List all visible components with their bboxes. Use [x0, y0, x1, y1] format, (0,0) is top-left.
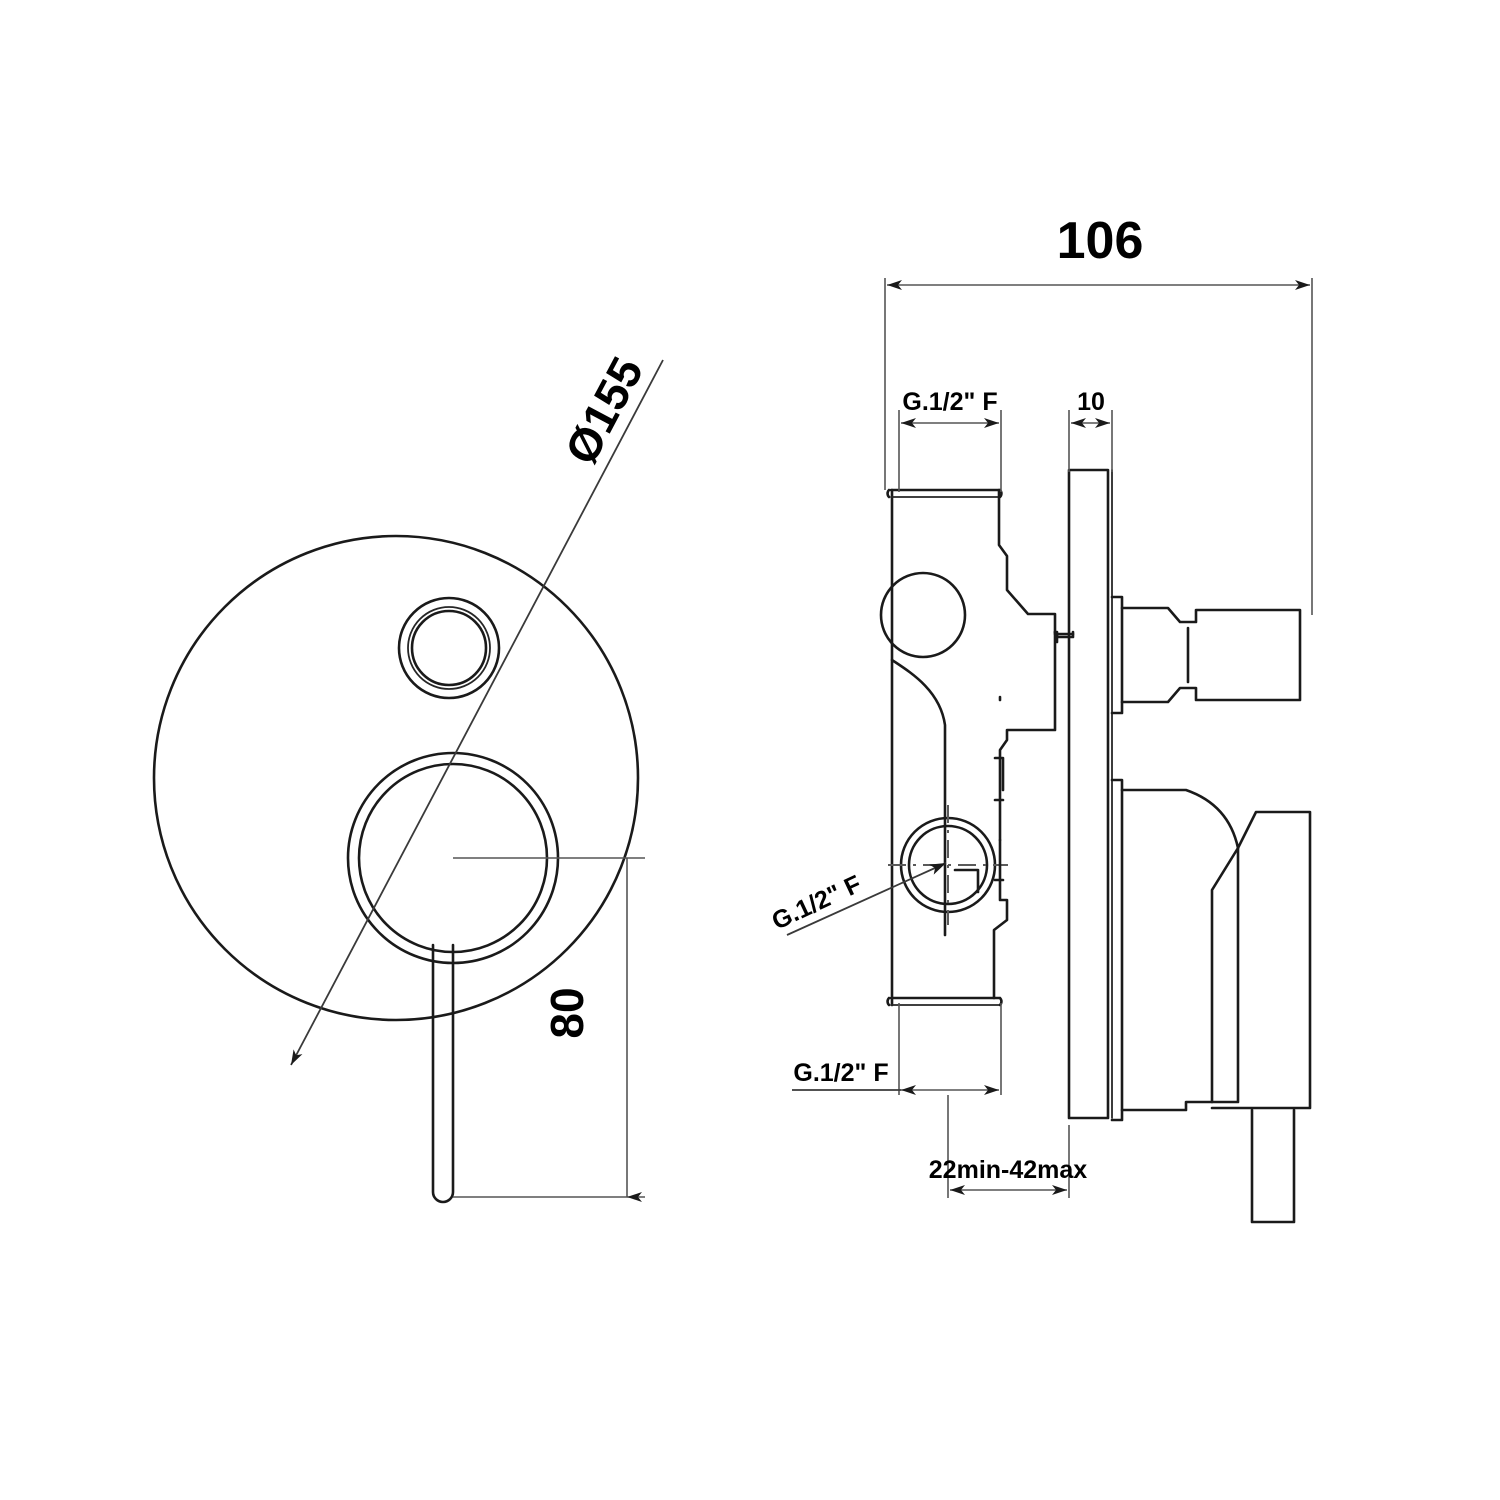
- dim-label-wall-depth-range: 22min-42max: [929, 1156, 1088, 1184]
- dim-label-inlet-bottom: G.1/2" F: [793, 1059, 888, 1087]
- dim-label-handle-offset: 80: [541, 987, 593, 1038]
- upper-port-hole: [879, 571, 967, 659]
- dim-label-plate-diameter: Ø155: [555, 349, 654, 473]
- diameter-leader-line: [290, 359, 664, 1066]
- dimension-group-side: [786, 278, 1313, 1198]
- diverter-collar: [1110, 595, 1124, 715]
- body-bottom-collar-cap-right: [998, 996, 1003, 1007]
- lower-port-key-notch: [953, 868, 980, 894]
- handle-collar: [1110, 778, 1124, 1122]
- handle-arm-section: [1210, 810, 1312, 1110]
- body-profile-lower-step: [992, 838, 1009, 1000]
- diverter-button-inner-ring: [410, 609, 488, 687]
- dim-outlet-leader: [786, 862, 947, 936]
- handle-boss-section: [1120, 788, 1240, 1112]
- handle-boss-chamfer: [1210, 846, 1240, 1104]
- body-profile-upper-right: [997, 488, 1057, 634]
- body-top-collar-cap-left: [886, 488, 891, 499]
- front-elevation-view: [152, 359, 664, 1204]
- dim-label-outlet-thread: G.1/2" F: [768, 870, 866, 936]
- side-section-view: [879, 468, 1312, 1224]
- body-bottom-collar-cap-left: [886, 996, 891, 1007]
- lever-handle-front: [431, 943, 455, 1204]
- lever-stem-side: [1250, 1108, 1296, 1224]
- upper-port-internal-curve: [890, 658, 947, 937]
- dim-label-plate-thickness: 10: [1077, 388, 1105, 416]
- dim-label-overall-depth: 106: [1057, 212, 1144, 270]
- dimension-text-group: 106 G.1/2" F 10 G.1/2" F 22min-42max G.1…: [541, 212, 1143, 1184]
- dim-label-inlet-top: G.1/2" F: [902, 388, 997, 416]
- diverter-button-outer-ring: [397, 596, 501, 700]
- diverter-knob-section: [1120, 606, 1302, 704]
- wall-plate-outline: [152, 534, 640, 1022]
- body-small-step-a: [993, 756, 1005, 792]
- diverter-button-mid-ring: [407, 606, 491, 690]
- body-profile-lower-right: [998, 630, 1057, 842]
- lower-port-inner-circle: [907, 824, 989, 906]
- wall-plate-section: [1067, 468, 1110, 1120]
